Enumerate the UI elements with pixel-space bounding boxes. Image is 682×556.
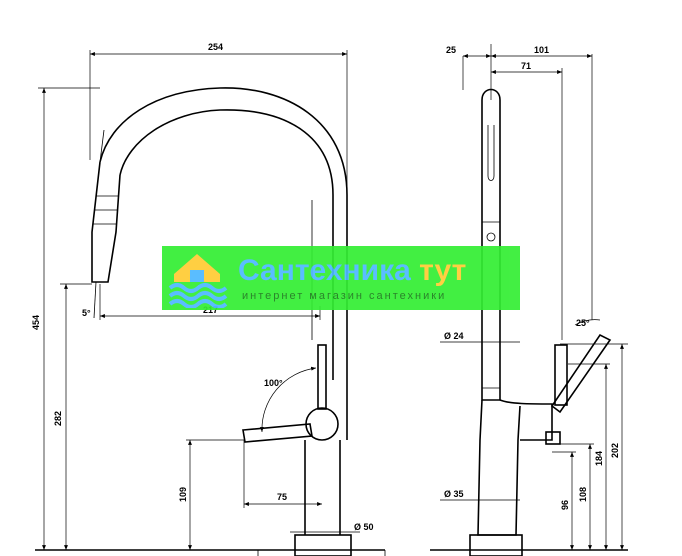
side-lower-body (477, 399, 521, 536)
label-101: 101 (534, 45, 549, 55)
label-202: 202 (610, 443, 620, 458)
label-454: 454 (31, 315, 41, 330)
spray-angle-line (93, 281, 97, 319)
side-lever-block (554, 344, 568, 406)
side-spout (481, 88, 501, 401)
label-108: 108 (578, 487, 588, 502)
label-109: 109 (178, 487, 188, 502)
arc-25 (574, 319, 601, 326)
label-282: 282 (53, 411, 63, 426)
label-71: 71 (521, 61, 531, 71)
label-254: 254 (208, 42, 223, 52)
label-184: 184 (594, 451, 604, 466)
spray-head-top (99, 129, 105, 163)
side-view: 25 101 71 25° Ø 24 Ø 35 202 184 108 96 (430, 44, 628, 556)
arc-100 (259, 366, 317, 433)
lever-upright (317, 344, 327, 410)
side-cartridge (499, 399, 553, 441)
watermark-banner: Сантехника тут интернет магазин сантехни… (162, 246, 520, 310)
house-waves-logo-icon (168, 254, 228, 308)
watermark-title-main: Сантехника (238, 254, 411, 287)
watermark-title: Сантехника тут (238, 254, 466, 288)
side-lever (550, 333, 612, 414)
side-lever-hub (545, 431, 561, 445)
side-spout-slot (487, 125, 495, 181)
side-button (486, 232, 496, 242)
side-base-plate (469, 534, 523, 556)
label-25deg: 25° (576, 318, 590, 328)
label-spray-angle: 5° (82, 308, 91, 318)
label-217: 217 (203, 305, 218, 315)
label-35: Ø 35 (444, 489, 464, 499)
label-75: 75 (277, 492, 287, 502)
spout-outer-curve (99, 87, 348, 225)
spray-head (91, 161, 121, 283)
lever-open (242, 423, 313, 443)
spout-inner-curve (119, 109, 334, 225)
base-plate (294, 534, 352, 556)
label-25: 25 (446, 45, 456, 55)
label-50: Ø 50 (354, 522, 374, 532)
label-96: 96 (560, 500, 570, 510)
watermark-subtitle: интернет магазин сантехники (242, 290, 447, 302)
watermark-title-accent: тут (410, 254, 467, 287)
label-24: Ø 24 (444, 331, 464, 341)
label-100: 100° (264, 378, 283, 388)
